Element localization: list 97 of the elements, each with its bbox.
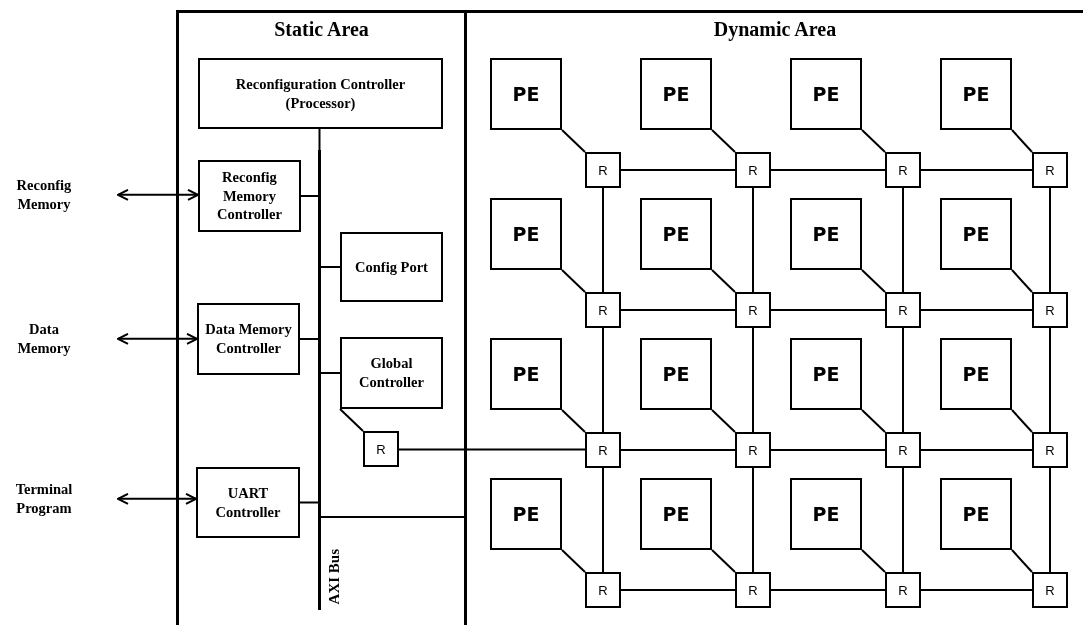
connector-line [1011,129,1033,153]
area-title: Dynamic Area [713,18,837,41]
processing-element-block: PE [940,338,1012,410]
router-block: R [885,572,921,608]
processing-element-block: PE [640,478,712,550]
connector-line [620,589,736,591]
connector-line [711,129,736,153]
connector-line [299,501,319,504]
router-block: R [585,152,621,188]
connector-line [602,187,604,293]
router-block: R [885,152,921,188]
processing-element-block: PE [940,478,1012,550]
connector-line [752,467,754,573]
connector-line [902,187,904,293]
controller-block: Reconfig Memory Controller [198,160,301,232]
connector-line [920,449,1033,451]
router-block: R [1032,432,1068,468]
processing-element-block: PE [790,478,862,550]
router-block: R [585,432,621,468]
router-block: R [735,152,771,188]
connector-line [711,549,736,573]
processing-element-block: PE [790,58,862,130]
processing-element-block: PE [790,338,862,410]
connector-line [339,408,364,432]
router-block: R [735,572,771,608]
router-block: R [885,432,921,468]
connector-line [1049,327,1051,433]
interface-label: Reconfig Memory [4,176,84,214]
arrow [117,492,197,505]
connector-line [561,129,586,153]
connector-line [561,409,586,433]
processing-element-block: PE [940,198,1012,270]
connector-line [320,372,341,374]
connector-line [861,549,886,573]
connector-line [920,309,1033,311]
controller-block: Global Controller [340,337,443,409]
controller-block: UART Controller [196,467,300,538]
connector-line [920,169,1033,171]
connector-line [1011,269,1033,293]
bus-label: AXI Bus [326,548,343,604]
processing-element-block: PE [640,198,712,270]
connector-line [320,266,341,268]
processing-element-block: PE [490,338,562,410]
connector-line [902,467,904,573]
connector-line [861,269,886,293]
connector-line [561,269,586,293]
area-title: Static Area [274,18,369,41]
connector-line [1049,187,1051,293]
connector-line [770,449,886,451]
connector-line [902,327,904,433]
connector-line [752,187,754,293]
processing-element-block: PE [490,478,562,550]
connector-line [602,327,604,433]
processing-element-block: PE [940,58,1012,130]
connector-line [620,309,736,311]
router-block: R [1032,152,1068,188]
router-block: R [735,432,771,468]
connector-line [920,589,1033,591]
connector-line [1011,549,1033,573]
router-block: R [585,292,621,328]
connector-line [299,338,319,340]
connector-line [318,128,321,151]
processing-element-block: PE [790,198,862,270]
interface-label: Terminal Program [4,480,84,518]
interface-label: Data Memory [4,320,84,358]
controller-block: Reconfiguration Controller (Processor) [198,58,443,129]
connector-line [711,409,736,433]
connector-line [620,449,736,451]
connector-line [300,195,319,197]
connector-line [711,269,736,293]
connector-line [561,549,586,573]
connector-line [861,409,886,433]
arrow [117,188,199,201]
connector-line [620,169,736,171]
controller-block: Data Memory Controller [197,303,300,375]
processing-element-block: PE [640,338,712,410]
router-block: R [1032,572,1068,608]
connector-line [770,309,886,311]
connector-line [602,467,604,573]
router-block: R [585,572,621,608]
processing-element-block: PE [490,198,562,270]
router-block: R [885,292,921,328]
area-panel [176,10,467,625]
controller-block: Config Port [340,232,443,302]
arrow [117,332,198,345]
connector-line [398,448,586,451]
processing-element-block: PE [490,58,562,130]
connector-line [770,169,886,171]
router-block: R [363,431,399,467]
connector-line [752,327,754,433]
router-block: R [735,292,771,328]
connector-line [770,589,886,591]
connector-line [1011,409,1033,433]
connector-line [1049,467,1051,573]
router-block: R [1032,292,1068,328]
connector-line [861,129,886,153]
processing-element-block: PE [640,58,712,130]
